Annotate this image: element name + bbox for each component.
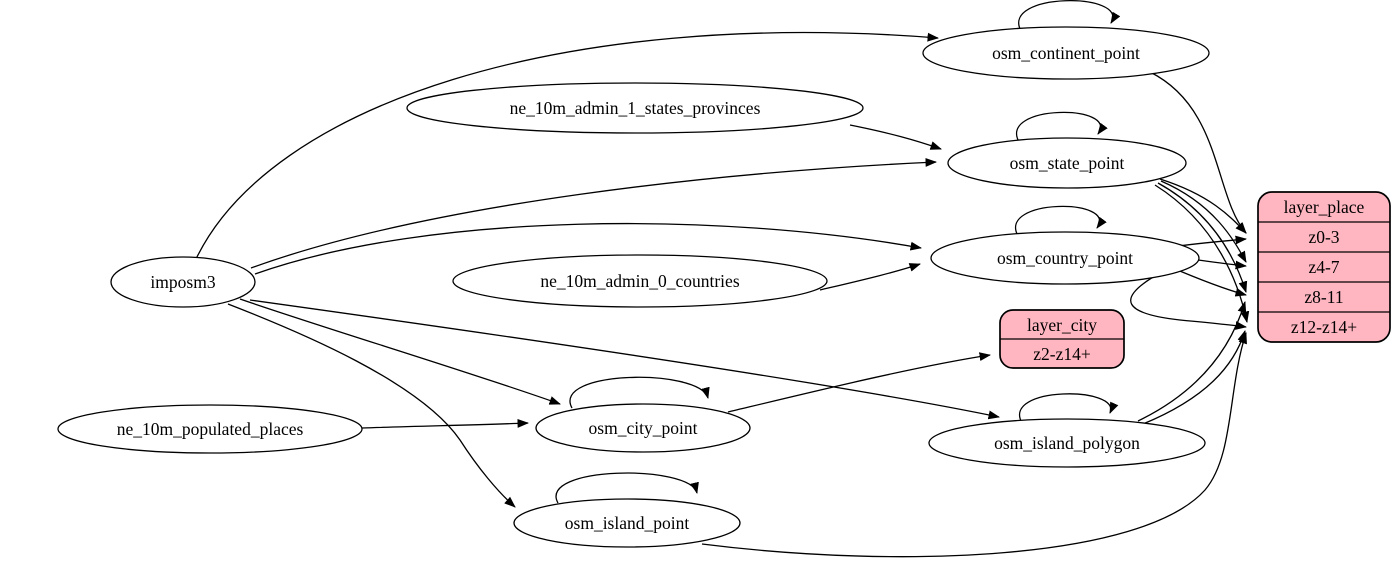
self-loop-osm_island_polygon [1018,393,1119,424]
edge-osm_state_point-layer_place-z8-11 [1157,182,1248,293]
node-osm-city-point: osm_city_point [535,403,751,453]
edge-osm_island_point-layer_place-z12-z14 [701,332,1247,558]
node-ellipse [535,403,751,453]
edge-imposm3-osm_state_point [250,158,937,269]
node-label: ne_10m_admin_0_countries [540,271,739,291]
node-ellipse [513,498,741,548]
node-osm-country-point: osm_country_point [930,231,1200,285]
edge-imposm3-osm_continent_point [195,31,939,260]
edge-osm_country_point-layer_place-z12-z14 [1130,272,1247,330]
node-ellipse [930,231,1200,285]
edge-imposm3-osm_country_point [254,222,922,275]
node-ellipse [57,404,363,454]
layer-place-row-z12-z14: z12-z14+ [1291,317,1357,337]
layer-place-title: layer_place [1284,197,1365,217]
self-loop-osm_city_point [569,376,710,409]
edge-osm_state_point-layer_place-z0-3 [1159,178,1247,234]
node-ellipse [922,26,1210,80]
node-osm-island-point: osm_island_point [513,498,741,548]
edge-osm_island_polygon-layer_place-z8-11 [1137,301,1247,422]
node-layer-city: layer_city z2-z14+ [999,309,1125,369]
edge-imposm3-osm_island_point [227,303,516,508]
node-ellipse [928,418,1206,468]
node-ellipse [452,254,828,308]
node-ellipse [947,137,1187,189]
self-loop-osm_island_point [555,472,699,504]
layer-city-row-z2-z14: z2-z14+ [1033,344,1091,364]
edge-osm_state_point-layer_place-z4-7 [1160,180,1247,263]
node-label: osm_continent_point [992,43,1140,63]
self-loop-osm_continent_point [1018,0,1121,32]
node-label: osm_city_point [589,418,698,438]
node-imposm3: imposm3 [110,256,256,308]
edge-osm_continent_point-layer_place-z0-3 [1149,71,1247,234]
node-osm-state-point: osm_state_point [947,137,1187,189]
edge-imposm3-osm_island_polygon [249,299,1000,420]
node-label: imposm3 [150,272,215,292]
node-ellipse [406,82,864,134]
self-loop-osm_state_point [1015,111,1108,143]
layer-place-row-z8-11: z8-11 [1304,287,1343,307]
layer-place-row-z0-3: z0-3 [1308,227,1339,247]
node-osm-continent-point: osm_continent_point [922,26,1210,80]
node-label: osm_island_point [565,513,690,533]
node-label: ne_10m_populated_places [117,419,304,439]
edge-ne_10m_populated_places-osm_city_point [361,418,529,429]
edge-osm_city_point-layer_city-z2-z14 [727,352,991,413]
node-layer-place: layer_place z0-3 z4-7 z8-11 z12-z14+ [1257,191,1391,343]
node-label: osm_country_point [997,248,1133,268]
self-loop-osm_country_point [1014,205,1107,237]
node-label: osm_island_polygon [994,433,1140,453]
layer-city-title: layer_city [1027,315,1097,335]
node-ne-10m-populated-places: ne_10m_populated_places [57,404,363,454]
node-label: osm_state_point [1010,153,1125,173]
node-ellipse [110,256,256,308]
edge-ne_10m_admin_1_states_provinces-osm_state_point [849,124,942,150]
node-ne-10m-admin-1-states-provinces: ne_10m_admin_1_states_provinces [406,82,864,134]
layer-place-row-z4-7: z4-7 [1308,257,1339,277]
node-label: ne_10m_admin_1_states_provinces [510,98,761,118]
edge-ne_10m_admin_0_countries-osm_country_point [819,263,921,291]
node-osm-island-polygon: osm_island_polygon [928,418,1206,468]
node-ne-10m-admin-0-countries: ne_10m_admin_0_countries [452,254,828,308]
layer-place-box [1257,191,1391,343]
edge-imposm3-osm_city_point [239,298,561,405]
